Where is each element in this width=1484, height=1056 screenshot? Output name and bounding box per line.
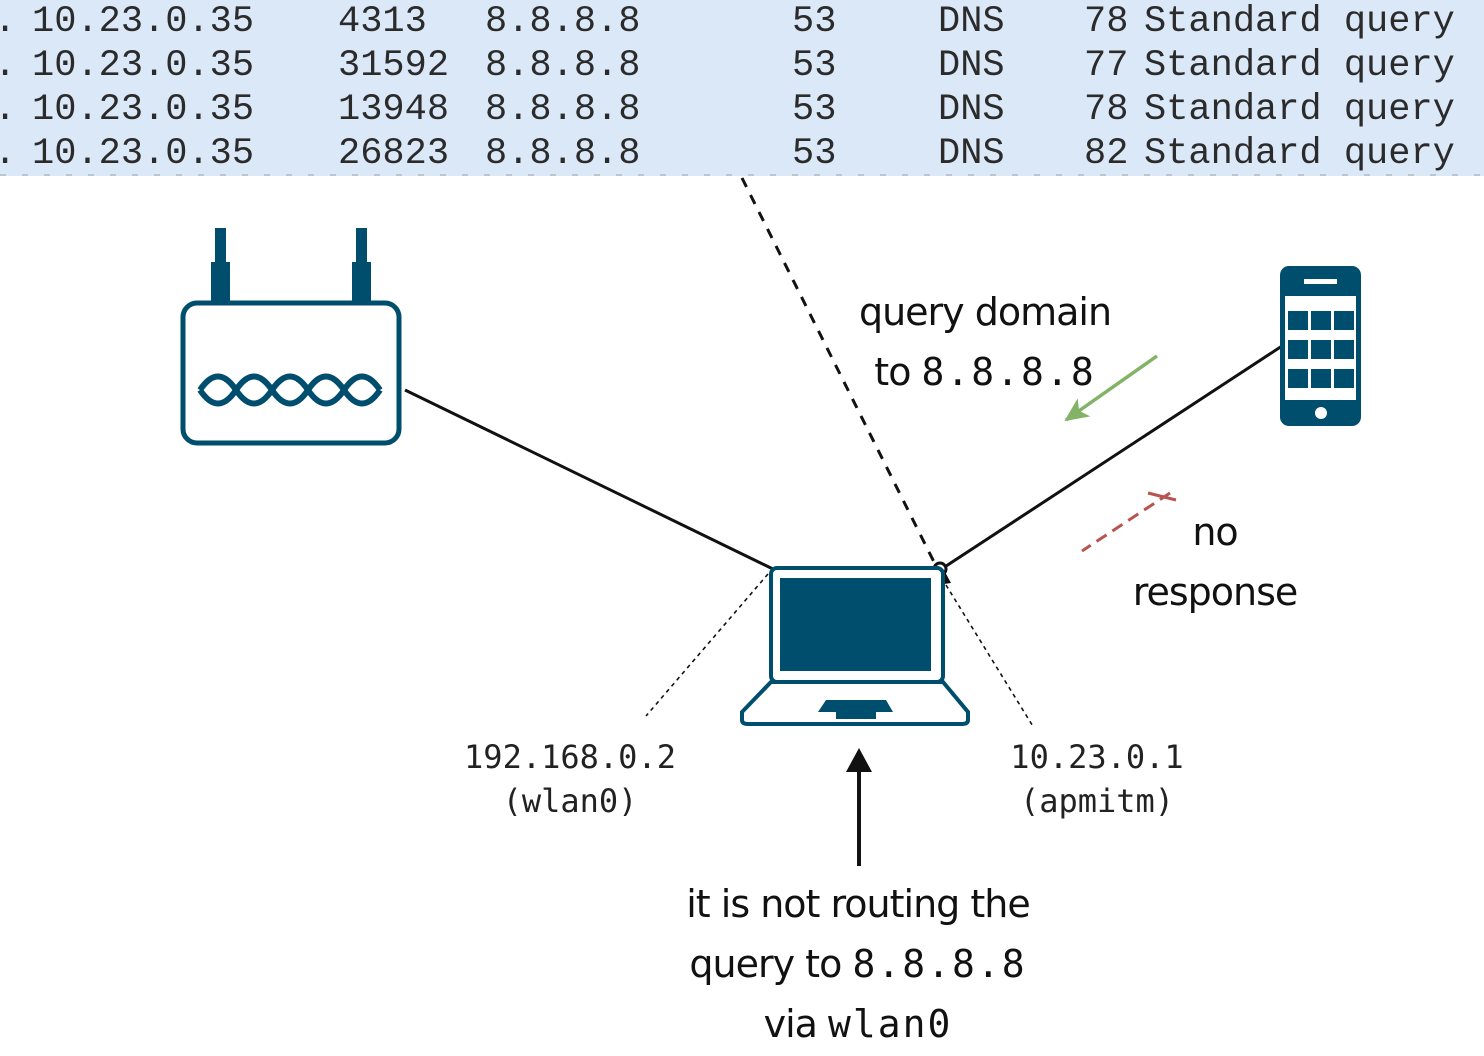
destination-ip-cell: 8.8.8.8	[485, 45, 641, 87]
source-ip-cell: 10.23.0.35	[32, 133, 255, 175]
apmitm-name: (apmitm)	[1019, 782, 1175, 820]
laptop-icon	[740, 566, 970, 726]
no-response-arrow	[1081, 491, 1171, 553]
wlan0-interface-label: 192.168.0.2 (wlan0)	[430, 735, 710, 823]
routing-callout-arrow-head	[846, 748, 872, 772]
table-edge	[0, 174, 1484, 176]
destination-port-cell: 53	[792, 45, 837, 87]
table-row[interactable]: . 10.23.0.35 26823 8.8.8.8 53 DNS 82 Sta…	[0, 132, 1484, 176]
source-ip-cell: 10.23.0.35	[32, 1, 255, 43]
query-arrow	[1064, 354, 1159, 422]
wlan0-ip: 192.168.0.2	[464, 738, 676, 776]
info-cell: Standard query	[1144, 45, 1455, 87]
apmitm-interface-label: 10.23.0.1 (apmitm)	[980, 735, 1214, 823]
wlan0-name: (wlan0)	[502, 782, 638, 820]
source-port-cell: 13948	[338, 89, 450, 131]
protocol-cell: DNS	[938, 45, 1005, 87]
destination-ip-cell: 8.8.8.8	[485, 89, 641, 131]
info-cell: Standard query	[1144, 1, 1455, 43]
protocol-cell: DNS	[938, 89, 1005, 131]
destination-port-cell: 53	[792, 1, 837, 43]
source-ip-cell: 10.23.0.35	[32, 89, 255, 131]
query-domain-label: query domain to 8.8.8.8	[858, 290, 1112, 394]
apmitm-leader-line	[945, 584, 1035, 729]
table-row[interactable]: . 10.23.0.35 4313 8.8.8.8 53 DNS 78 Stan…	[0, 0, 1484, 44]
routing-explanation-label: it is not routing the query to 8.8.8.8 v…	[686, 882, 1031, 1046]
length-cell: 82	[1084, 133, 1129, 175]
protocol-cell: DNS	[938, 1, 1005, 43]
no-response-label: no response	[1132, 510, 1299, 614]
router-laptop-link	[404, 388, 776, 572]
smartphone-icon	[1280, 266, 1361, 426]
length-cell: 78	[1084, 1, 1129, 43]
source-ip-cell: 10.23.0.35	[32, 45, 255, 87]
protocol-cell: DNS	[938, 133, 1005, 175]
source-port-cell: 4313	[338, 1, 427, 43]
table-row[interactable]: . 10.23.0.35 13948 8.8.8.8 53 DNS 78 Sta…	[0, 88, 1484, 132]
info-cell: Standard query	[1144, 89, 1455, 131]
wlan0-leader-line	[645, 573, 769, 717]
laptop-phone-link	[939, 344, 1283, 572]
destination-ip-cell: 8.8.8.8	[485, 1, 641, 43]
destination-port-cell: 53	[792, 133, 837, 175]
source-port-cell: 31592	[338, 45, 450, 87]
router-icon	[180, 228, 402, 446]
source-port-cell: 26823	[338, 133, 450, 175]
destination-port-cell: 53	[792, 89, 837, 131]
info-cell: Standard query	[1144, 133, 1455, 175]
apmitm-ip: 10.23.0.1	[1010, 738, 1184, 776]
packet-list-table: . 10.23.0.35 4313 8.8.8.8 53 DNS 78 Stan…	[0, 0, 1484, 176]
length-cell: 77	[1084, 45, 1129, 87]
length-cell: 78	[1084, 89, 1129, 131]
table-row[interactable]: . 10.23.0.35 31592 8.8.8.8 53 DNS 77 Sta…	[0, 44, 1484, 88]
no-response-block-mark	[1147, 491, 1177, 502]
destination-ip-cell: 8.8.8.8	[485, 133, 641, 175]
capture-callout-line	[740, 177, 938, 567]
